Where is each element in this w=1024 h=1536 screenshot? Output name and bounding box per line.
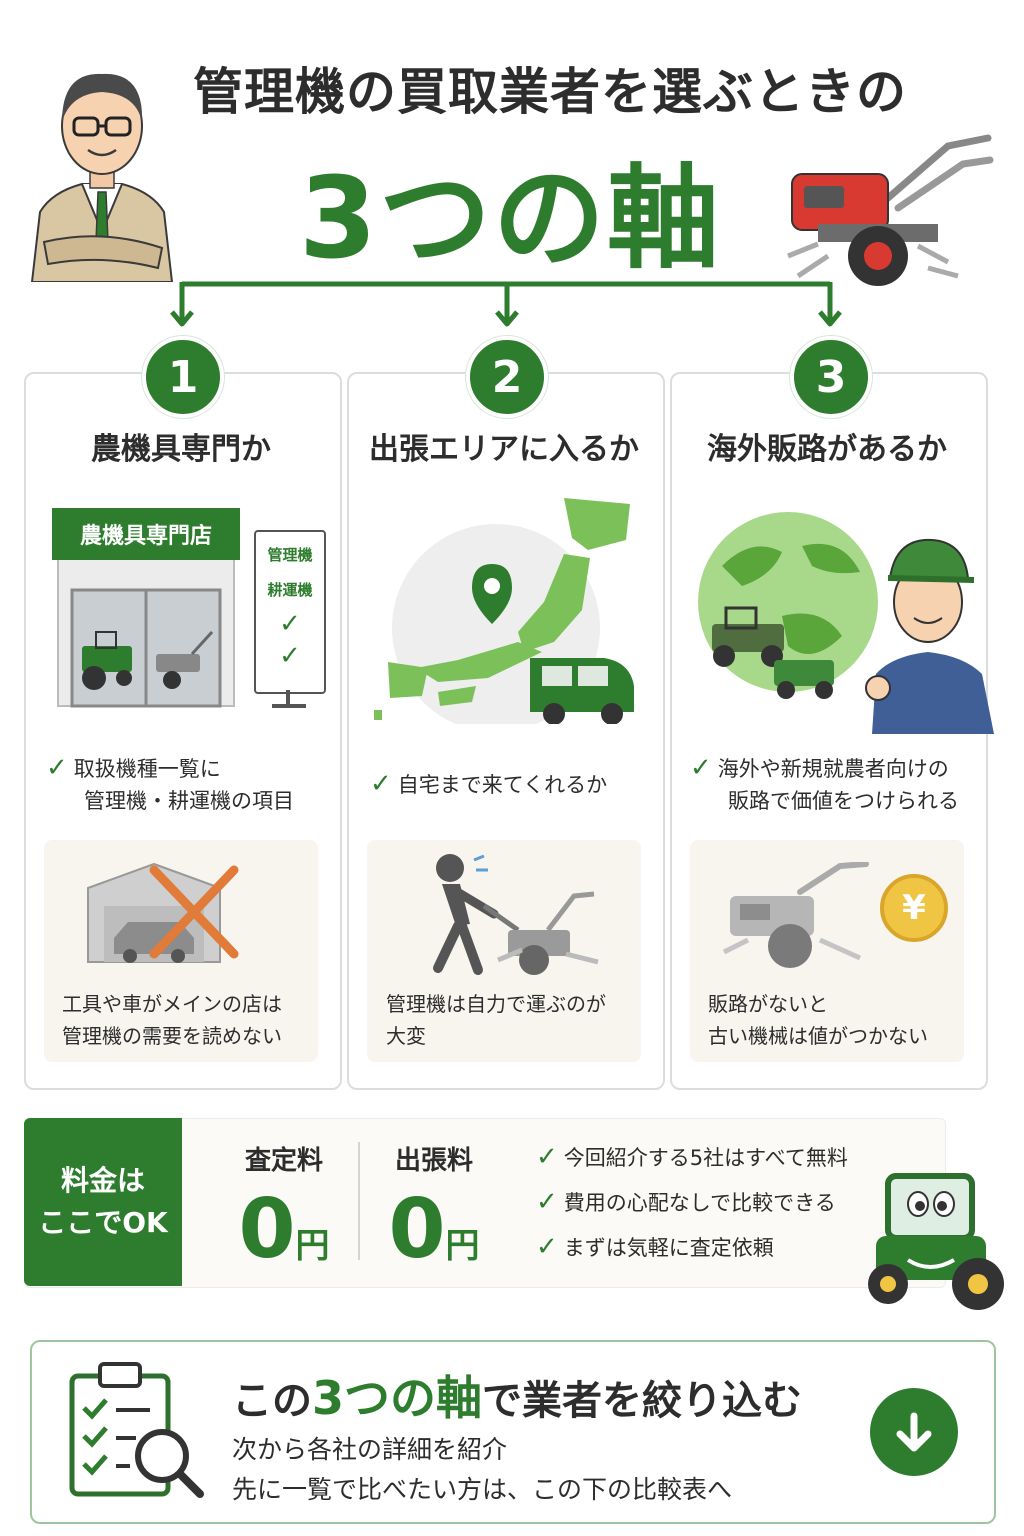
- fee-item-visit: 出張料 0円: [364, 1140, 504, 1275]
- column-check-3: ✓海外や新規就農者向けの 販路で価値をつけられる: [690, 752, 990, 817]
- fee-badge: 料金は ここでOK: [24, 1118, 182, 1286]
- fee-label-assessment: 査定料: [244, 1146, 323, 1176]
- fee-unit-visit: 円: [445, 1226, 480, 1266]
- board-stand: [286, 690, 290, 706]
- fee-check-text-1: 今回紹介する5社はすべて無料: [563, 1146, 848, 1170]
- summary-title-pre: この: [232, 1378, 312, 1424]
- check-icon: ✓: [370, 769, 392, 799]
- fee-item-assessment: 査定料 0円: [214, 1140, 354, 1275]
- tiller-illustration: [778, 128, 998, 298]
- fee-divider: [358, 1142, 360, 1260]
- summary-line-2: 先に一覧で比べたい方は、この下の比較表へ: [232, 1475, 733, 1504]
- fee-unit-assessment: 円: [295, 1226, 330, 1266]
- fee-check-text-3: まずは気軽に査定依頼: [563, 1236, 774, 1260]
- clipboard-search-icon: [66, 1360, 206, 1500]
- note-text-3: 販路がないと 古い機械は値がつかない: [708, 988, 978, 1052]
- note-line-1a: 工具や車がメインの店は: [62, 992, 282, 1016]
- note-box-2: [367, 840, 641, 1062]
- summary-title-highlight: 3つの軸: [312, 1371, 483, 1425]
- garage-cross-illustration: [84, 858, 244, 968]
- board-foot: [272, 704, 306, 708]
- column-title-3: 海外販路があるか: [707, 432, 947, 467]
- note-line-2a: 管理機は自力で運ぶのが: [386, 992, 606, 1016]
- globe-farmer-illustration: [692, 506, 994, 734]
- note-text-1: 工具や車がメインの店は 管理機の需要を読めない: [62, 988, 322, 1052]
- old-tiller-illustration: [720, 861, 870, 972]
- summary-title-post: で業者を絞り込む: [482, 1378, 803, 1424]
- tractor-mascot-illustration: [858, 1166, 1008, 1316]
- yen-symbol: ¥: [902, 888, 926, 928]
- step-number-2: 2: [466, 336, 548, 418]
- note-text-2: 管理機は自力で運ぶのが 大変: [386, 988, 646, 1052]
- check-icon: ✓✓: [279, 609, 301, 671]
- yen-coin-icon: ¥: [880, 874, 948, 942]
- column-title-1: 農機具専門か: [91, 432, 271, 467]
- check-text-1a: 取扱機種一覧に: [73, 757, 221, 781]
- fee-value-visit: 0: [388, 1182, 446, 1277]
- column-check-1: ✓取扱機種一覧に 管理機・耕運機の項目: [46, 752, 326, 817]
- fee-value-assessment: 0: [238, 1182, 296, 1277]
- check-text-1b: 管理機・耕運機の項目: [84, 789, 294, 813]
- fee-label-visit: 出張料: [394, 1146, 473, 1176]
- step-number-3: 3: [790, 336, 872, 418]
- fee-check-text-2: 費用の心配なしで比較できる: [563, 1191, 836, 1215]
- fee-check-1: ✓今回紹介する5社はすべて無料: [536, 1142, 896, 1173]
- check-icon: ✓: [536, 1232, 558, 1262]
- note-line-3a: 販路がないと: [708, 992, 828, 1016]
- note-line-3b: 古い機械は値がつかない: [708, 1024, 928, 1048]
- fee-check-3: ✓まずは気軽に査定依頼: [536, 1232, 896, 1263]
- summary-sub: 次から各社の詳細を紹介 先に一覧で比べたい方は、この下の比較表へ: [232, 1430, 852, 1510]
- board-item-1: 管理機: [267, 546, 313, 564]
- fee-badge-line-2: ここでOK: [38, 1206, 168, 1239]
- arrow-down-icon: [896, 1412, 932, 1452]
- headline: 管理機の買取業者を選ぶときの: [193, 63, 907, 121]
- fee-checks: ✓今回紹介する5社はすべて無料 ✓費用の心配なしで比較できる ✓まずは気軽に査定…: [536, 1142, 896, 1263]
- check-icon: ✓: [536, 1142, 558, 1172]
- step-number-1: 1: [142, 336, 224, 418]
- page-title: 3つの軸: [299, 154, 721, 284]
- board-item-2: 耕運機: [267, 581, 313, 599]
- fee-badge-line-1: 料金は: [60, 1164, 145, 1197]
- scroll-down-button[interactable]: [870, 1388, 958, 1476]
- shop-sign: 農機具専門店: [52, 508, 240, 560]
- branch-connector: [170, 268, 850, 330]
- check-text-3a: 海外や新規就農者向けの: [717, 757, 949, 781]
- note-line-2b: 大変: [386, 1024, 426, 1048]
- summary-box: [30, 1340, 996, 1524]
- check-icon: ✓: [690, 753, 712, 783]
- shop-sign-label: 農機具専門店: [79, 524, 212, 549]
- note-line-1b: 管理機の需要を読めない: [62, 1024, 282, 1048]
- checklist-board: 管理機 耕運機 ✓✓: [254, 530, 326, 694]
- check-text-3b: 販路で価値をつけられる: [728, 789, 959, 813]
- column-check-2: ✓自宅まで来てくれるか: [370, 768, 650, 801]
- summary-line-1: 次から各社の詳細を紹介: [232, 1435, 508, 1464]
- check-icon: ✓: [536, 1187, 558, 1217]
- japan-map-illustration: [368, 492, 640, 732]
- check-text-2: 自宅まで来てくれるか: [397, 773, 608, 797]
- column-title-2: 出張エリアに入るか: [369, 432, 639, 467]
- shop-illustration: [52, 506, 242, 712]
- summary-title: この3つの軸で業者を絞り込む: [232, 1362, 862, 1428]
- check-icon: ✓: [46, 753, 68, 783]
- fee-check-2: ✓費用の心配なしで比較できる: [536, 1187, 896, 1218]
- presenter-illustration: [22, 42, 182, 283]
- person-pushing-tiller-illustration: [398, 850, 612, 980]
